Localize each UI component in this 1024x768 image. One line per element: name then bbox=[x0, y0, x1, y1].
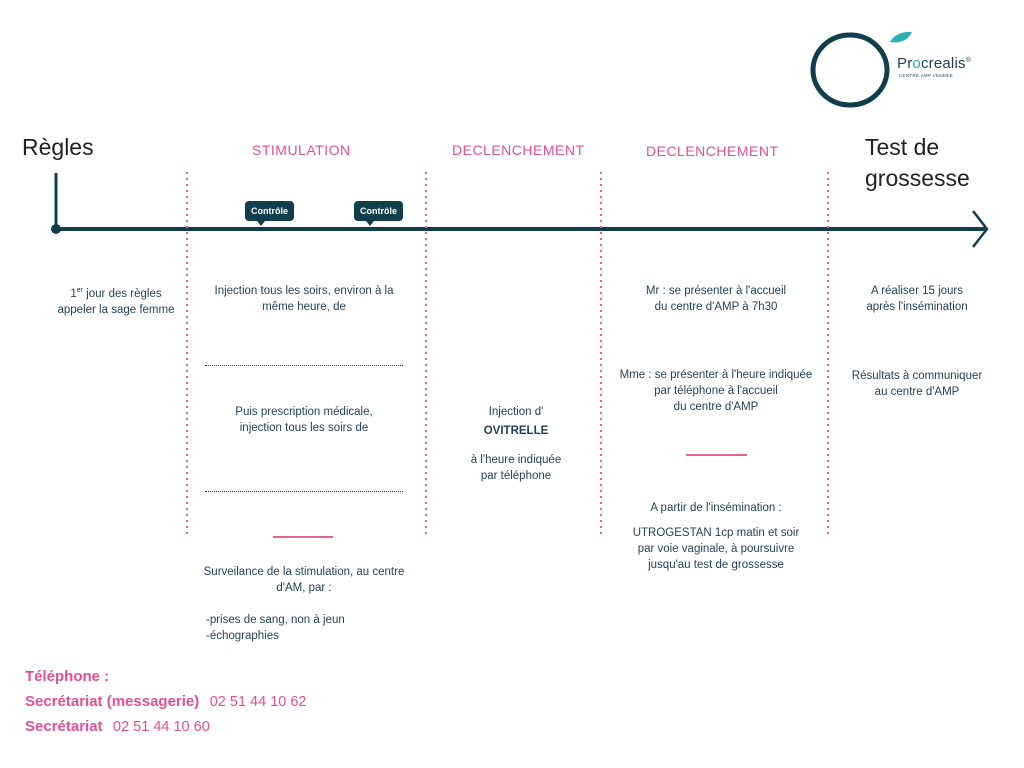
surveillance-line-1: Surveilance de la stimulation, au centre bbox=[203, 566, 405, 578]
declenchement-pink-divider bbox=[686, 454, 747, 456]
stim-injection-line-1: Injection tous les soirs, environ à la bbox=[214, 285, 394, 297]
utrogestan-line-1: UTROGESTAN 1cp matin et soir bbox=[632, 527, 800, 539]
test-timing-line-1: A réaliser 15 jours bbox=[870, 285, 964, 297]
heading-regles: Règles bbox=[22, 134, 94, 160]
surveillance-item-1: -prises de sang, non à jeun bbox=[206, 614, 345, 626]
surveillance-list: -prises de sang, non à jeun -échographie… bbox=[206, 612, 406, 644]
timeline-start-dot bbox=[51, 224, 61, 234]
mme-instructions: Mme : se présenter à l'heure indiquée pa… bbox=[603, 367, 829, 415]
utrogestan-text: UTROGESTAN 1cp matin et soir par voie va… bbox=[606, 525, 826, 573]
procrealis-logo bbox=[810, 31, 912, 108]
mme-line-3: du centre d'AMP bbox=[673, 401, 759, 413]
mme-line-2: par téléphone à l'accueil bbox=[654, 385, 778, 397]
secretariat-messagerie-number: 02 51 44 10 62 bbox=[209, 694, 307, 710]
mme-line-1: Mme : se présenter à l'heure indiquée bbox=[619, 369, 813, 381]
regles-line-2: appeler la sage femme bbox=[57, 303, 175, 316]
stim-injection-line-2: même heure, de bbox=[262, 301, 346, 313]
contact-row-messagerie: Secrétariat (messagerie) 02 51 44 10 62 bbox=[25, 693, 306, 711]
surveillance-text: Surveilance de la stimulation, au centre… bbox=[186, 564, 422, 596]
heading-test-grossesse: Test de grossesse bbox=[865, 132, 970, 194]
regles-instructions: 1er jour des règles appeler la sage femm… bbox=[40, 283, 192, 318]
heading-declenchement-1: DECLENCHEMENT bbox=[452, 142, 585, 158]
ovitrelle-timing-line-1: à l'heure indiquée bbox=[470, 454, 562, 466]
timeline-arrow-head bbox=[972, 210, 989, 248]
mr-line-1: Mr : se présenter à l'accueil bbox=[645, 285, 787, 297]
ovitrelle-text: Injection d' OVITRELLE bbox=[446, 404, 586, 439]
utrogestan-line-2: par voie vaginale, à poursuivre bbox=[637, 543, 795, 555]
fill-in-dotted-line-2 bbox=[205, 491, 403, 492]
stimulation-prescription-text: Puis prescription médicale, injection to… bbox=[198, 404, 410, 436]
test-results-line-2: au centre d'AMP bbox=[874, 386, 960, 398]
mr-instructions: Mr : se présenter à l'accueil du centre … bbox=[606, 283, 826, 315]
regles-line-1: 1er jour des règles bbox=[70, 287, 162, 300]
ovitrelle-line-2: OVITRELLE bbox=[483, 425, 549, 437]
test-results-line-1: Résultats à communiquer bbox=[851, 370, 983, 382]
surveillance-line-2: d'AM, par : bbox=[276, 582, 332, 594]
heading-test-line2: grossesse bbox=[865, 165, 970, 191]
test-timing-line-2: après l'insémination bbox=[866, 301, 968, 313]
secretariat-label: Secrétariat bbox=[25, 718, 103, 735]
stim-prescription-line-2: injection tous les soirs de bbox=[239, 422, 369, 434]
contact-row-secretariat: Secrétariat 02 51 44 10 60 bbox=[25, 718, 210, 736]
heading-stimulation: STIMULATION bbox=[252, 142, 351, 158]
mr-line-2: du centre d'AMP à 7h30 bbox=[654, 301, 778, 313]
controle-bubble-1: Contrôle bbox=[245, 201, 294, 226]
ovitrelle-timing-line-2: par téléphone bbox=[480, 470, 552, 482]
ovitrelle-timing-text: à l'heure indiquée par téléphone bbox=[446, 452, 586, 484]
logo-wordmark: Procrealis® bbox=[897, 55, 972, 72]
heading-test-line1: Test de bbox=[865, 134, 940, 160]
secretariat-messagerie-label: Secrétariat (messagerie) bbox=[25, 693, 200, 710]
surveillance-item-2: -échographies bbox=[206, 630, 279, 642]
test-results-text: Résultats à communiquer au centre d'AMP bbox=[836, 368, 998, 400]
fill-in-dotted-line-1 bbox=[205, 365, 403, 366]
stimulation-injection-text: Injection tous les soirs, environ à la m… bbox=[198, 283, 410, 315]
heading-declenchement-2: DECLENCHEMENT bbox=[646, 143, 779, 159]
ovitrelle-line-1: Injection d' bbox=[488, 406, 544, 418]
stimulation-pink-divider bbox=[273, 536, 333, 538]
test-timing-text: A réaliser 15 jours après l'insémination bbox=[836, 283, 998, 315]
controle-bubble-2: Contrôle bbox=[354, 201, 403, 226]
telephone-title: Téléphone : bbox=[25, 668, 110, 685]
insemination-from-text: A partir de l'insémination : bbox=[650, 502, 782, 514]
secretariat-number: 02 51 44 10 60 bbox=[113, 719, 210, 735]
utrogestan-line-3: jusqu'au test de grossesse bbox=[648, 559, 784, 571]
logo-tagline: CENTRE AMP VENDÉE bbox=[899, 73, 954, 78]
stim-prescription-line-1: Puis prescription médicale, bbox=[235, 406, 373, 418]
